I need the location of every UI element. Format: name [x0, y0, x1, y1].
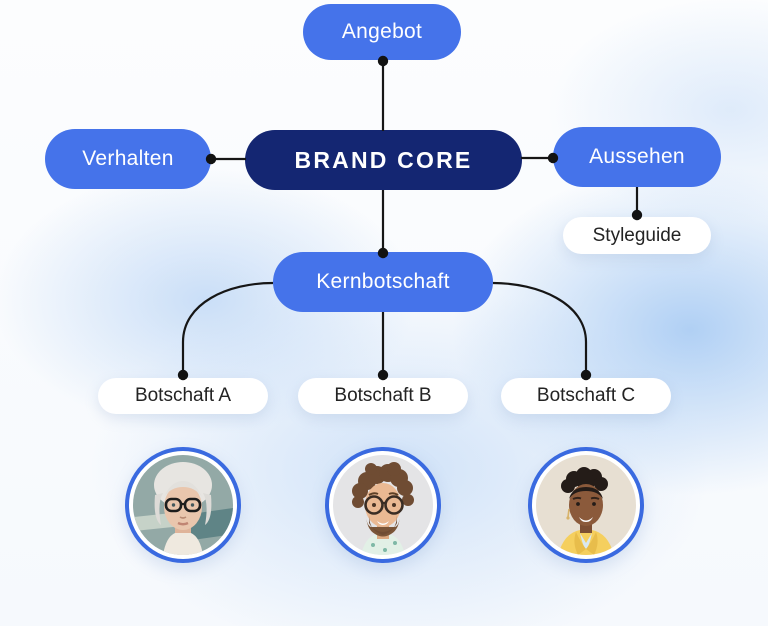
node-aussehen: Aussehen: [553, 127, 721, 187]
node-botschaft-b-label: Botschaft B: [334, 385, 432, 406]
node-kernbotschaft: Kernbotschaft: [273, 252, 493, 312]
node-brand-core: BRAND CORE: [245, 130, 522, 190]
node-aussehen-label: Aussehen: [589, 145, 685, 168]
node-kernbotschaft-label: Kernbotschaft: [316, 270, 450, 293]
node-botschaft-a-label: Botschaft A: [134, 385, 232, 406]
node-angebot: Angebot: [303, 4, 461, 60]
node-styleguide: Styleguide: [563, 217, 711, 254]
node-verhalten: Verhalten: [45, 129, 211, 189]
node-verhalten-label: Verhalten: [82, 147, 174, 170]
persona-b-avatar: [325, 447, 441, 563]
persona-c-photo: [536, 455, 636, 555]
node-styleguide-label: Styleguide: [592, 224, 682, 246]
node-botschaft-c-label: Botschaft C: [536, 385, 636, 406]
node-brand-core-label: BRAND CORE: [294, 146, 473, 173]
node-botschaft-a: Botschaft A: [98, 378, 268, 414]
node-angebot-label: Angebot: [341, 20, 423, 43]
persona-a-photo: [133, 455, 233, 555]
node-botschaft-c: Botschaft C: [501, 378, 671, 414]
persona-c-avatar: [528, 447, 644, 563]
node-botschaft-b: Botschaft B: [298, 378, 468, 414]
persona-b-photo: [333, 455, 433, 555]
persona-a-avatar: [125, 447, 241, 563]
